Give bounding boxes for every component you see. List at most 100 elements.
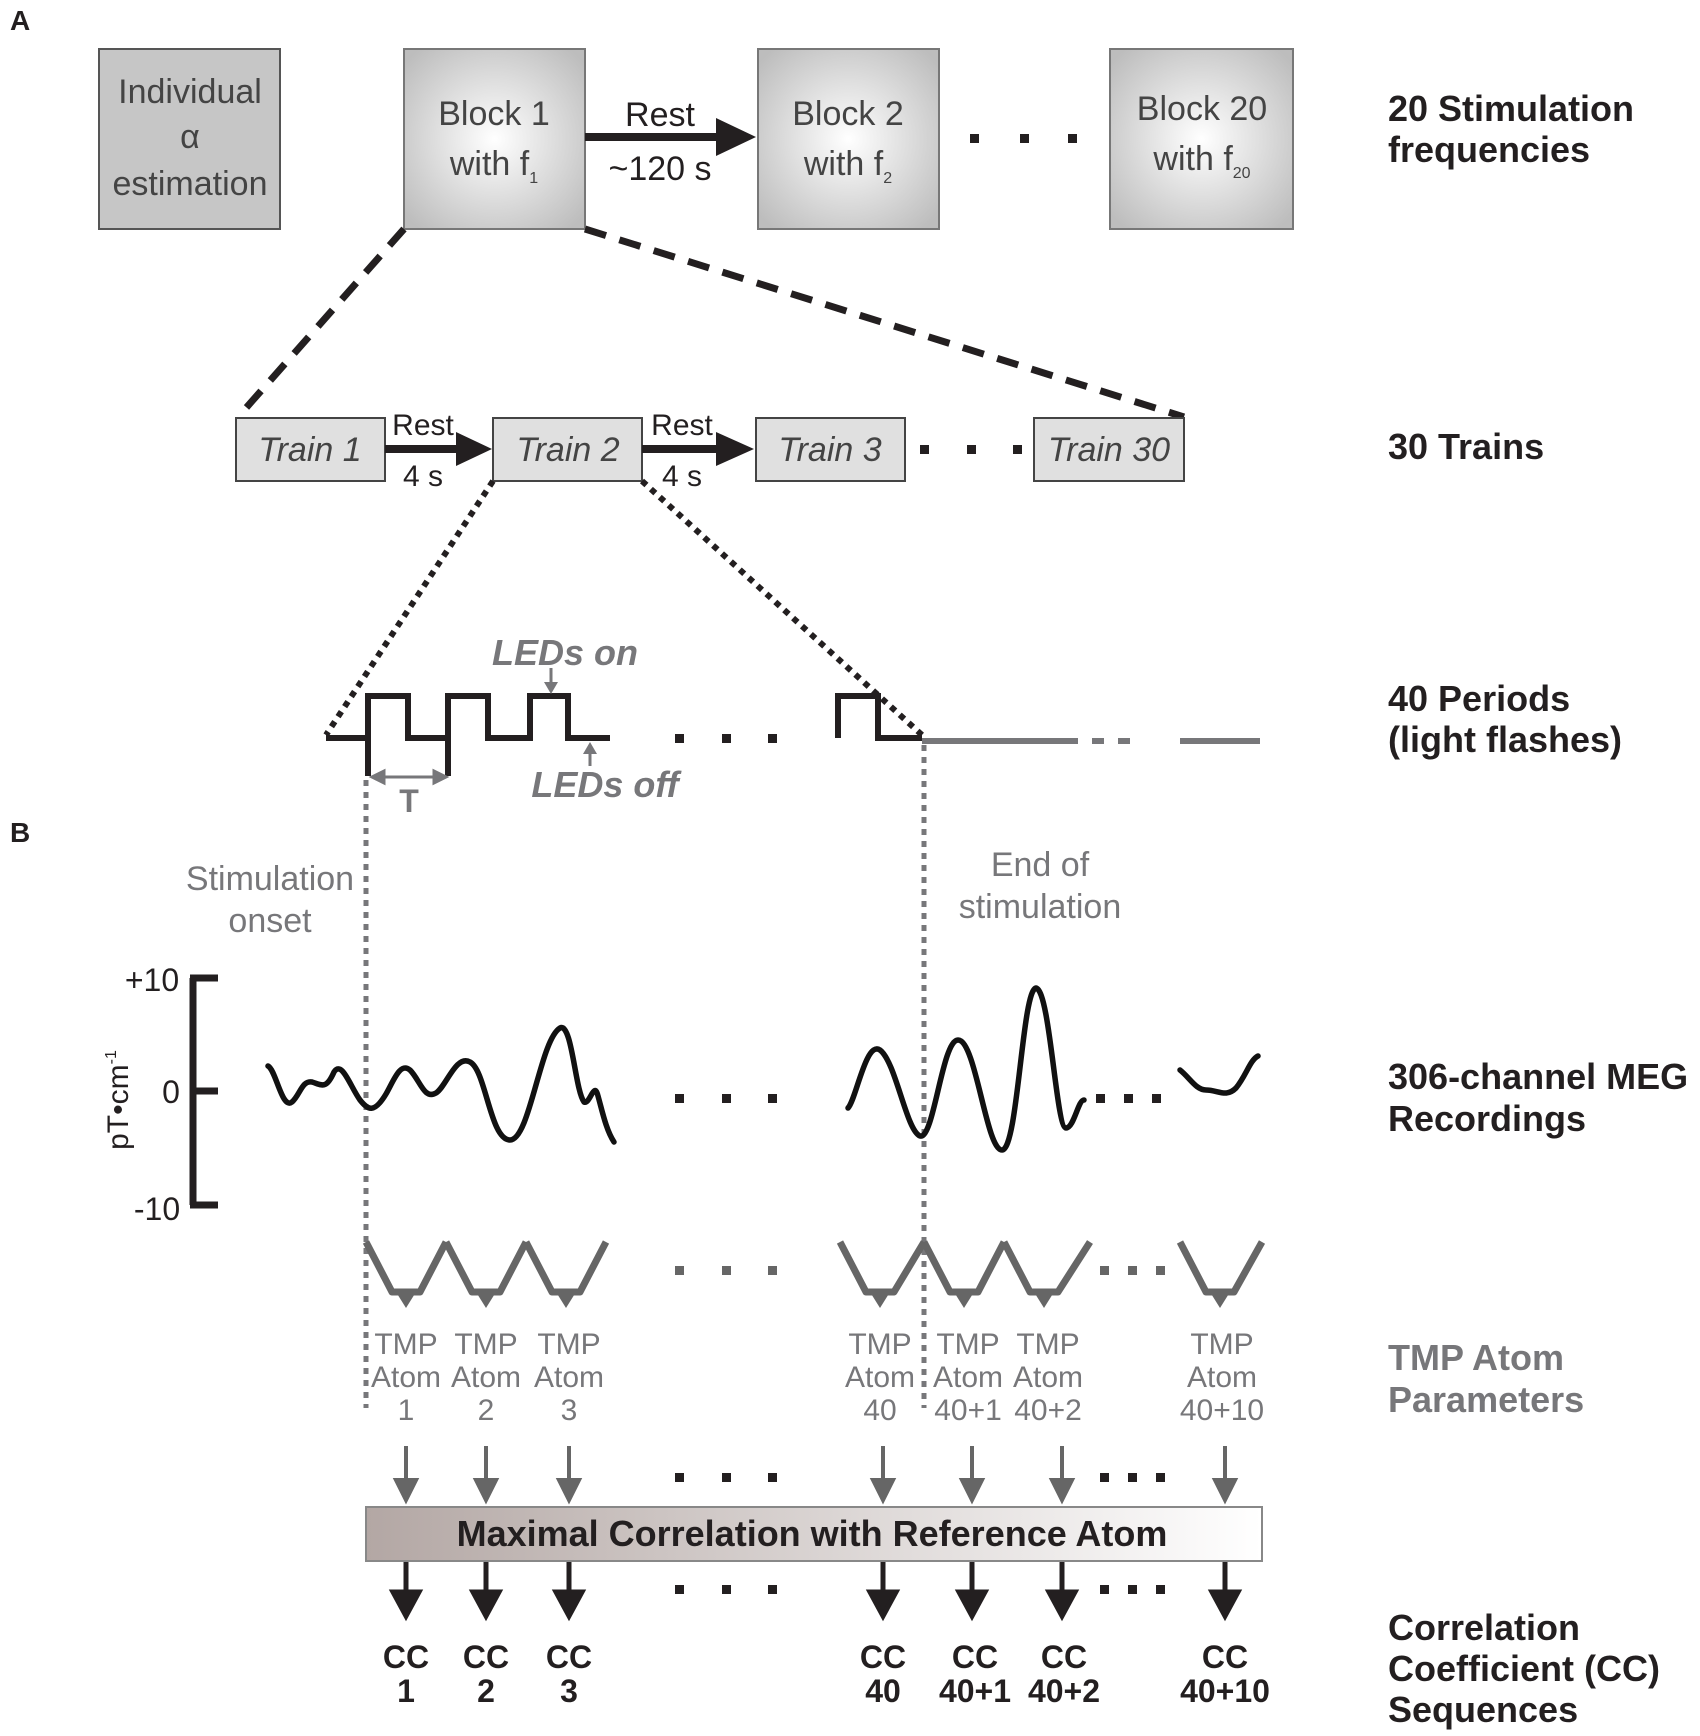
period-bracket xyxy=(368,768,450,786)
train-3-label: Train 3 xyxy=(778,431,881,469)
alpha-box-line2: α xyxy=(180,118,200,156)
train-3: Train 3 xyxy=(755,417,906,482)
correlation-bar-label: Maximal Correlation with Reference Atom xyxy=(457,1513,1168,1554)
leds-on-arrow xyxy=(544,668,558,694)
label-cc-2: Coefficient (CC) xyxy=(1388,1648,1660,1689)
label-periods-1: 40 Periods xyxy=(1388,678,1570,719)
cc-2-line1: CC xyxy=(463,1639,509,1675)
cc-2-line2: 2 xyxy=(477,1673,495,1709)
meg-trace-segment-2 xyxy=(845,985,1087,1153)
train-2: Train 2 xyxy=(492,417,643,482)
cc-41-line1: CC xyxy=(952,1639,998,1675)
axis-tick-bottom: -10 xyxy=(134,1191,180,1227)
axis-tick-zero: 0 xyxy=(162,1074,180,1110)
meg-ellipsis-1 xyxy=(675,1094,777,1103)
cc-labels: CC 1 CC 2 CC 3 CC 40 CC 40+1 CC 40+2 CC … xyxy=(383,1639,1270,1709)
block-1-freq: with f1 xyxy=(449,145,538,187)
block-zoom-lines xyxy=(235,225,1186,421)
train-30-label: Train 30 xyxy=(1048,431,1170,469)
tmp-atom-label-40: TMP Atom 40 xyxy=(845,1328,915,1427)
periods-ellipsis xyxy=(675,734,777,743)
block-20-title: Block 20 xyxy=(1137,90,1267,128)
alpha-box-line3: estimation xyxy=(113,165,268,203)
panel-label-a: A xyxy=(10,5,30,36)
tmp-atom-3-line3: 3 xyxy=(561,1394,578,1427)
cc-3-line2: 3 xyxy=(560,1673,578,1709)
tmp-atom-shape-42 xyxy=(1000,1240,1093,1296)
label-tmp-1: TMP Atom xyxy=(1388,1337,1564,1378)
tmp-atom-shape-3 xyxy=(522,1240,610,1296)
leds-on-label: LEDs on xyxy=(492,632,638,673)
tmp-atom-label-50: TMP Atom 40+10 xyxy=(1180,1328,1264,1427)
tmp-atom-label-41: TMP Atom 40+1 xyxy=(933,1328,1003,1427)
stim-onset-line2: onset xyxy=(228,902,312,940)
tmp-atom-42-line3: 40+2 xyxy=(1014,1394,1082,1427)
label-meg-1: 306-channel MEG xyxy=(1388,1056,1688,1097)
cc-50-line2: 40+10 xyxy=(1180,1673,1270,1709)
cc-ellipsis-2 xyxy=(1100,1585,1165,1594)
label-stim-freq-1: 20 Stimulation xyxy=(1388,88,1634,129)
meg-trace-segment-3 xyxy=(1177,1053,1261,1096)
meg-trace-segment-1 xyxy=(265,1025,617,1145)
block-1-title: Block 1 xyxy=(438,95,550,133)
label-stim-freq-2: frequencies xyxy=(1388,129,1590,170)
tmp-atom-40-line1: TMP xyxy=(848,1328,911,1361)
tmp-atom-shapes xyxy=(362,1240,1266,1296)
block-20: Block 20 with f20 xyxy=(1109,48,1294,230)
axis-unit-label: pT•cm-1 xyxy=(102,1050,135,1150)
tmp-atom-50-line2: Atom xyxy=(1187,1361,1257,1394)
tmp-atom-42-line2: Atom xyxy=(1013,1361,1083,1394)
train-zoom-lines xyxy=(323,478,925,738)
train-1: Train 1 xyxy=(235,417,386,482)
tmp-atom-42-line1: TMP xyxy=(1016,1328,1079,1361)
bar-to-cc-arrows xyxy=(388,1562,1243,1622)
period-symbol: T xyxy=(399,783,419,819)
cc-42-line2: 40+2 xyxy=(1028,1673,1100,1709)
leds-off-arrow xyxy=(583,742,597,766)
cc-50-line1: CC xyxy=(1202,1639,1248,1675)
block-1: Block 1 with f1 xyxy=(403,48,586,230)
leds-off-label: LEDs off xyxy=(531,764,681,805)
tmp-atom-1-line3: 1 xyxy=(398,1394,415,1427)
tmp-atom-markers xyxy=(396,1292,1230,1308)
tmp-atom-3-line1: TMP xyxy=(537,1328,600,1361)
cc-1-line2: 1 xyxy=(397,1673,415,1709)
tmp-atom-41-line2: Atom xyxy=(933,1361,1003,1394)
stim-onset-line1: Stimulation xyxy=(186,860,354,898)
label-cc-3: Sequences xyxy=(1388,1689,1578,1730)
train-rest-arrow-1: Rest 4 s xyxy=(385,409,492,493)
cc-40-line2: 40 xyxy=(865,1673,901,1709)
tmp-atom-2-line2: Atom xyxy=(451,1361,521,1394)
train-30: Train 30 xyxy=(1033,417,1185,482)
tmp-atom-50-line1: TMP xyxy=(1190,1328,1253,1361)
tmp-atom-1-line1: TMP xyxy=(374,1328,437,1361)
bar-input-ellipsis-2 xyxy=(1100,1473,1165,1482)
train-rest-label-2: Rest xyxy=(651,409,713,442)
train-rest-duration-1: 4 s xyxy=(403,460,443,493)
atom-to-bar-arrows xyxy=(392,1446,1239,1505)
end-stim-line1: End of xyxy=(991,846,1090,884)
tmp-atom-shape-2 xyxy=(442,1240,530,1296)
tmp-atom-2-line1: TMP xyxy=(454,1328,517,1361)
panel-label-b: B xyxy=(10,817,30,848)
cc-3-line1: CC xyxy=(546,1639,592,1675)
block-rest-label: Rest xyxy=(625,96,695,134)
train-rest-duration-2: 4 s xyxy=(662,460,702,493)
alpha-estimation-box: Individual α estimation xyxy=(98,48,281,230)
cc-42-line1: CC xyxy=(1041,1639,1087,1675)
tmp-atom-41-line1: TMP xyxy=(936,1328,999,1361)
stimulation-markers xyxy=(363,745,927,1408)
tmp-atom-label-2: TMP Atom 2 xyxy=(451,1328,521,1427)
tmp-atom-40-line3: 40 xyxy=(863,1394,896,1427)
label-periods-2: (light flashes) xyxy=(1388,719,1622,760)
cc-40-line1: CC xyxy=(860,1639,906,1675)
tmp-atom-label-3: TMP Atom 3 xyxy=(534,1328,604,1427)
tmp-atom-50-line3: 40+10 xyxy=(1180,1394,1264,1427)
train-ellipsis xyxy=(920,445,1022,454)
cc-ellipsis-1 xyxy=(675,1585,777,1594)
tmp-atom-2-line3: 2 xyxy=(478,1394,495,1427)
block-2-title: Block 2 xyxy=(792,95,904,133)
right-labels: 20 Stimulation frequencies 30 Trains 40 … xyxy=(1388,88,1688,1730)
block-rest-duration: ~120 s xyxy=(608,150,711,188)
